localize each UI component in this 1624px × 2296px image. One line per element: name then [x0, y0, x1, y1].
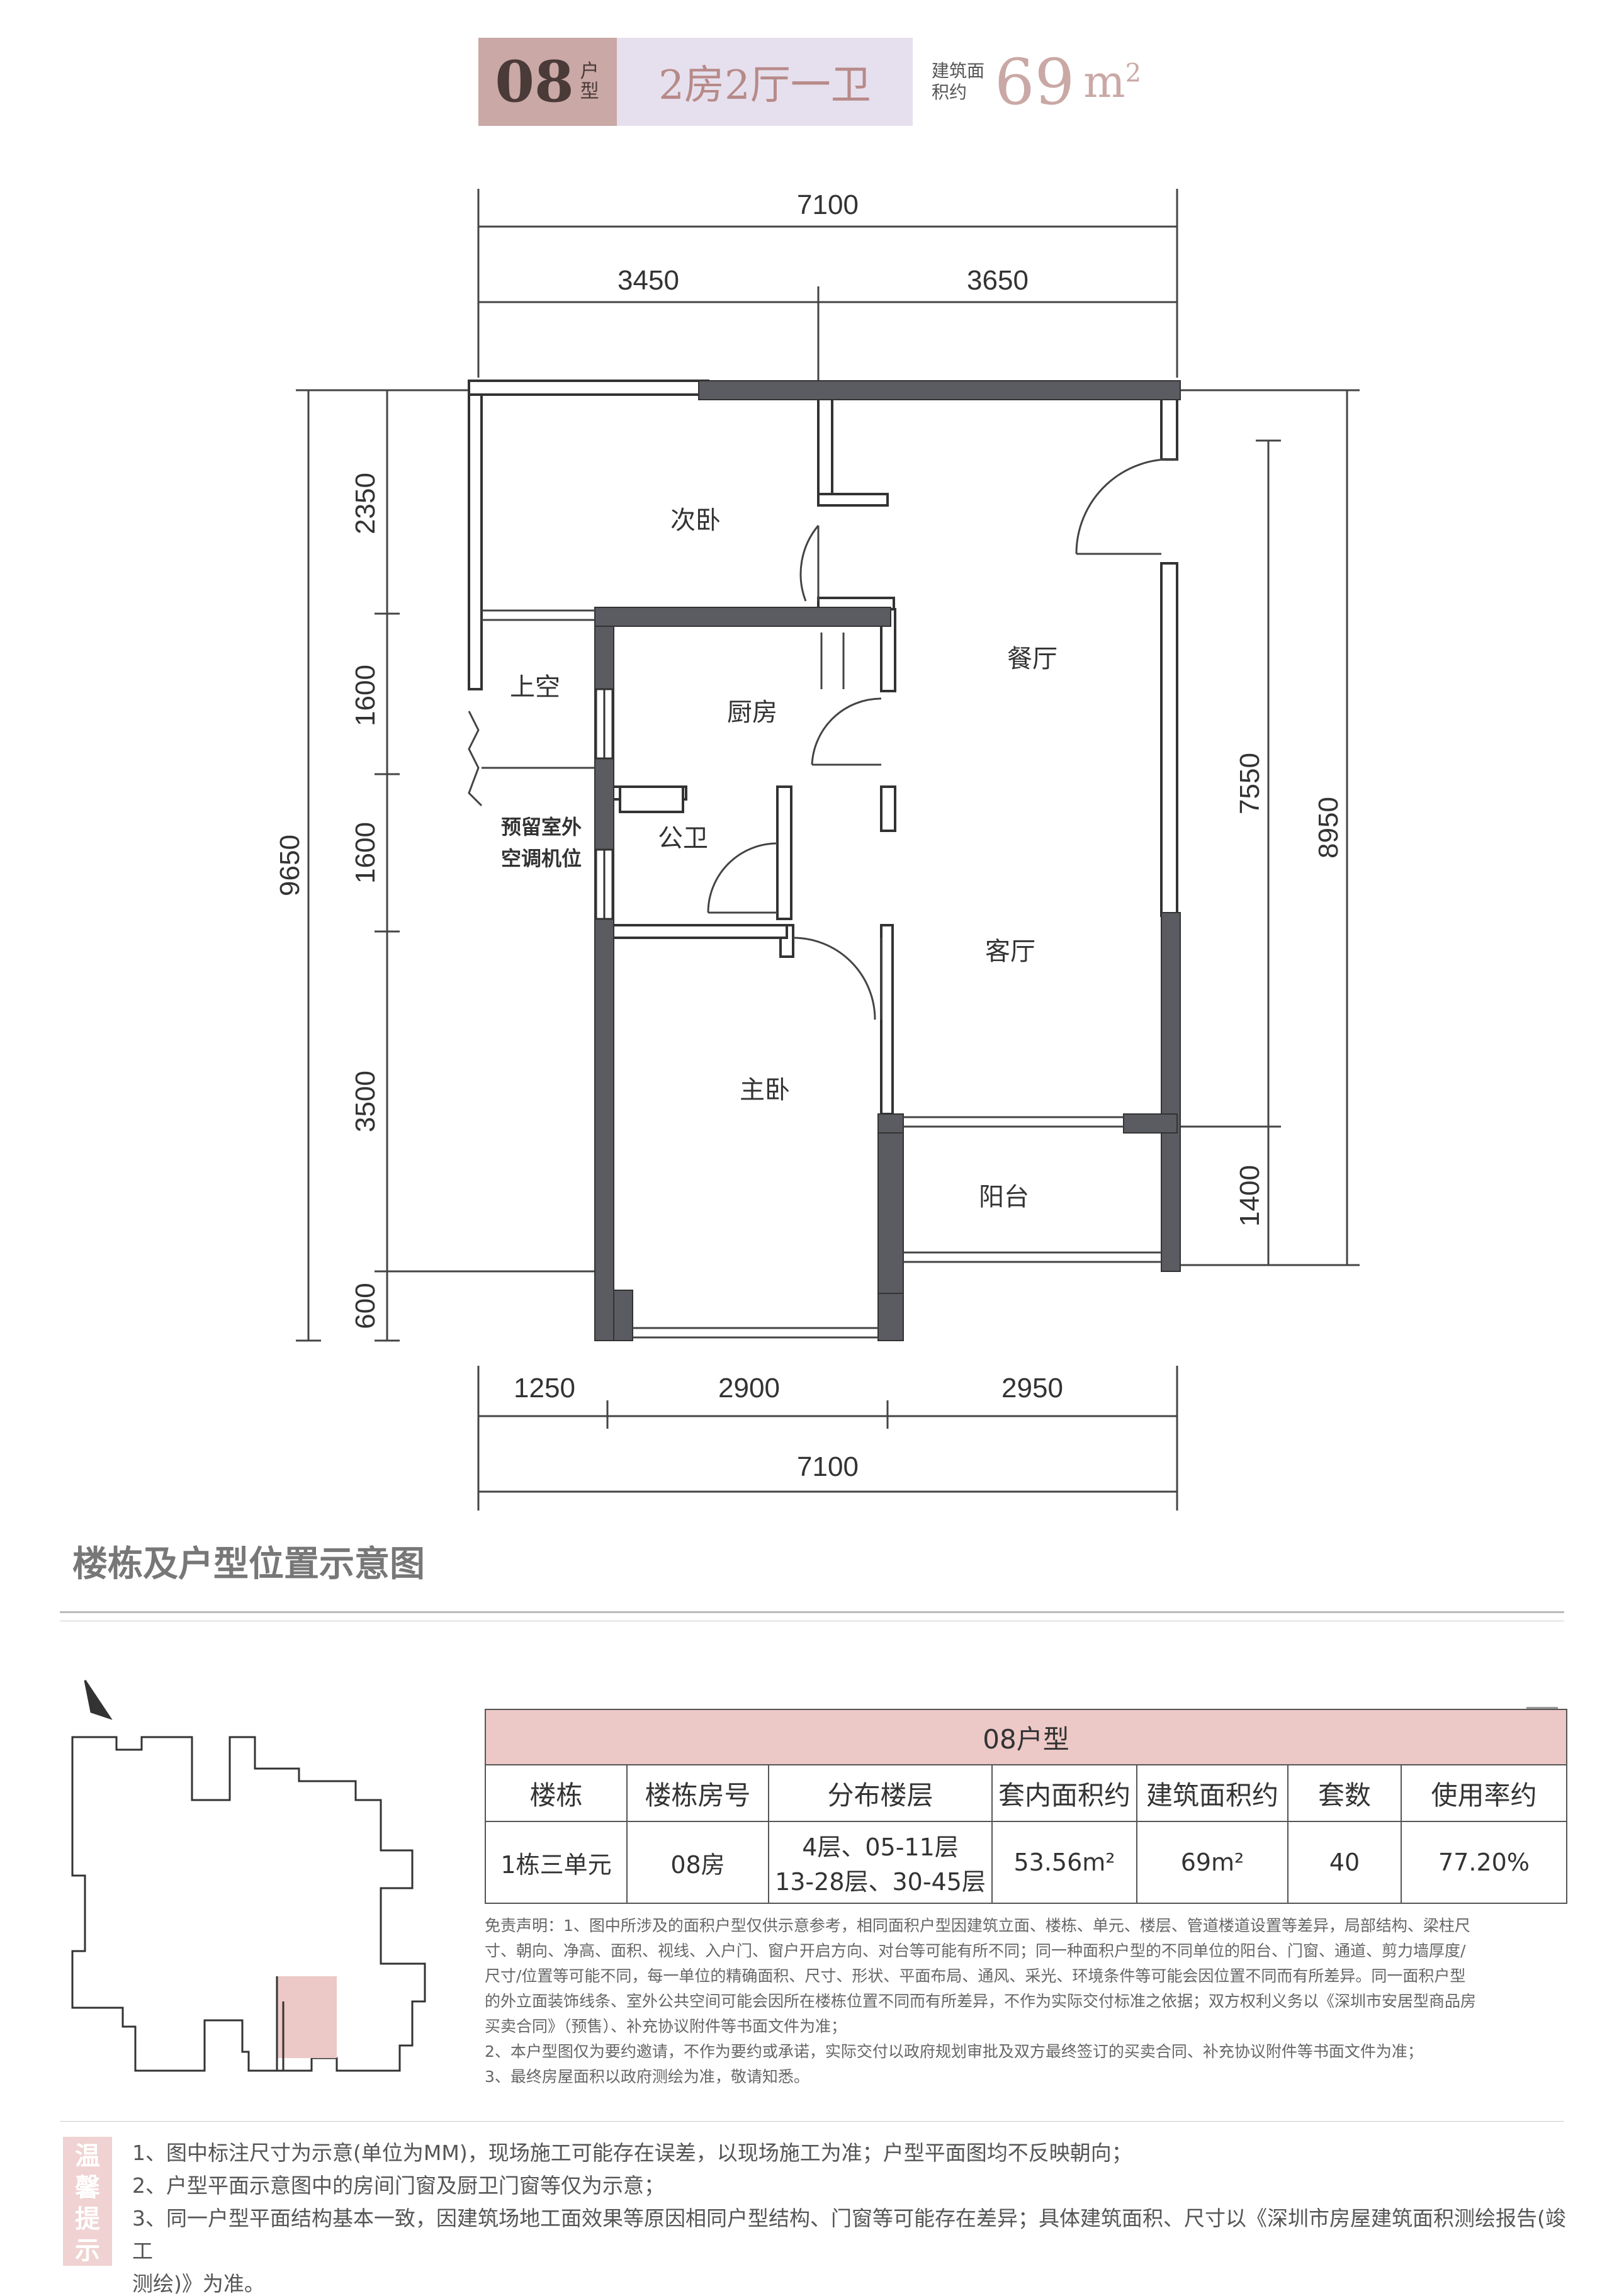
site-plan	[71, 1680, 426, 2072]
dim-top-left: 3450	[617, 265, 679, 296]
divider	[60, 1611, 1564, 1613]
ac-label-1: 预留室外	[501, 815, 582, 839]
dim-left-5: 600	[350, 1283, 381, 1329]
th-count: 套数	[1287, 1764, 1402, 1822]
floor-plan: 7100 3450 3650 1250 2900 2950 7100 9650 …	[274, 189, 1360, 1511]
dim-right-total: 8950	[1313, 797, 1344, 858]
unit-info-table: 08户型 楼栋 楼栋房号 分布楼层 套内面积约 建筑面积约 套数 使用率约 1栋…	[485, 1709, 1567, 1904]
room-master: 主卧	[740, 1076, 790, 1105]
dim-right-2: 1400	[1234, 1165, 1265, 1227]
dim-bottom-b: 2900	[718, 1373, 780, 1404]
unit-code: 08	[495, 48, 574, 115]
th-room-no: 楼栋房号	[626, 1764, 769, 1822]
dim-left-2: 1600	[350, 665, 381, 726]
dim-right-1: 7550	[1234, 753, 1265, 814]
ac-label-2: 空调机位	[501, 847, 582, 870]
dim-bottom-a: 1250	[514, 1373, 575, 1404]
area-value: 69	[995, 45, 1075, 119]
dim-left-1: 2350	[350, 473, 381, 534]
disclaimer: 免责声明：1、图中所涉及的面积户型仅供示意参考，相同面积户型因建筑立面、楼栋、单…	[485, 1916, 1477, 2086]
unit-code-badge: 08 户型	[478, 38, 617, 126]
table-title: 08户型	[485, 1709, 1567, 1765]
dim-left-total: 9650	[274, 835, 305, 896]
dim-top-right: 3650	[967, 265, 1029, 296]
th-inner-area: 套内面积约	[991, 1764, 1137, 1822]
cell-room-no: 08房	[626, 1821, 769, 1904]
dim-top-total: 7100	[797, 189, 859, 220]
room-living: 客厅	[985, 937, 1035, 966]
cell-building: 1栋三单元	[485, 1821, 628, 1904]
dim-bottom-total: 7100	[797, 1451, 859, 1482]
dim-bottom-c: 2950	[1001, 1373, 1063, 1404]
th-floors: 分布楼层	[768, 1764, 993, 1822]
dim-left-4: 3500	[350, 1071, 381, 1132]
cell-count: 40	[1287, 1821, 1402, 1904]
divider-bottom	[60, 2121, 1564, 2122]
th-gross-area: 建筑面积约	[1136, 1764, 1288, 1822]
tips: 1、图中标注尺寸为示意(单位为MM)，现场施工可能存在误差，以现场施工为准；户型…	[132, 2141, 1566, 2296]
section-title: 楼栋及户型位置示意图	[72, 1543, 425, 1585]
room-bedroom2: 次卧	[670, 506, 721, 535]
room-bath: 公卫	[658, 824, 708, 853]
th-building: 楼栋	[485, 1764, 628, 1822]
cell-inner-area: 53.56m²	[991, 1821, 1137, 1904]
cell-ratio: 77.20%	[1401, 1821, 1567, 1904]
room-dining: 餐厅	[1007, 644, 1057, 673]
area-unit: m2	[1083, 56, 1142, 108]
room-balcony: 阳台	[979, 1183, 1029, 1212]
th-ratio: 使用率约	[1401, 1764, 1567, 1822]
unit-type-header: 08 户型 2房2厅一卫 建筑面积约 69 m2	[478, 38, 1141, 126]
room-void: 上空	[510, 673, 560, 702]
unit-code-suffix: 户型	[580, 60, 599, 103]
cell-gross-area: 69m²	[1136, 1821, 1288, 1904]
unit-location-highlight	[277, 1976, 337, 2058]
tips-tab: 温馨提示	[63, 2137, 112, 2266]
room-layout: 2房2厅一卫	[617, 38, 913, 126]
area-label: 建筑面积约	[932, 60, 985, 103]
room-kitchen: 厨房	[727, 698, 777, 727]
dim-left-3: 1600	[350, 822, 381, 884]
